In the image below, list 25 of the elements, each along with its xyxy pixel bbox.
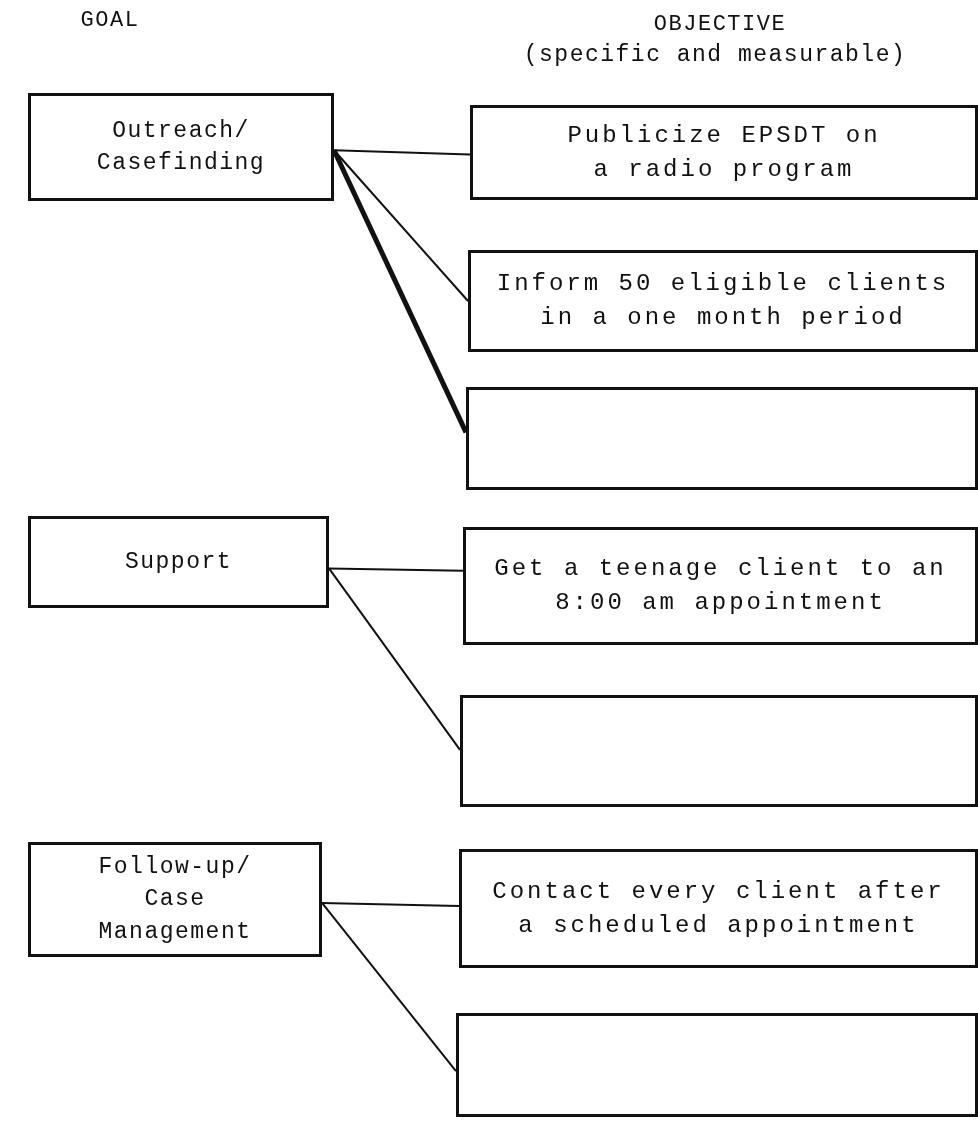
box-text: Contact every client after a scheduled appointment <box>491 876 946 941</box>
empty-box <box>466 387 978 490</box>
connector-line <box>328 567 464 572</box>
column-heading: GOAL <box>79 8 141 33</box>
connector-line <box>333 149 471 156</box>
goal-objective-box <box>28 842 322 957</box>
connector-line <box>321 901 460 908</box>
column-heading: (specific and measurable) <box>522 42 908 68</box>
goal-objective-box <box>468 250 978 352</box>
empty-box <box>456 1013 978 1117</box>
box-text: Get a teenage client to an 8:00 am appointment <box>493 554 948 618</box>
connector-line <box>328 567 461 751</box>
box-text: Follow-up/ Case Management <box>97 853 253 947</box>
goal-objective-box <box>459 849 978 968</box>
goal-objective-box <box>463 527 978 645</box>
box-text: Outreach/ Casefinding <box>95 116 267 178</box>
goal-objective-box <box>28 93 334 201</box>
column-heading: OBJECTIVE <box>652 12 788 37</box>
box-text: Publicize EPSDT on a radio program <box>566 120 882 185</box>
box-text: Support <box>124 547 233 577</box>
goal-objective-box <box>470 105 978 200</box>
goal-objective-box <box>28 516 329 608</box>
connector-line <box>321 901 457 1073</box>
empty-box <box>460 695 978 807</box>
box-text: Inform 50 eligible clients in a one month period <box>495 269 951 333</box>
